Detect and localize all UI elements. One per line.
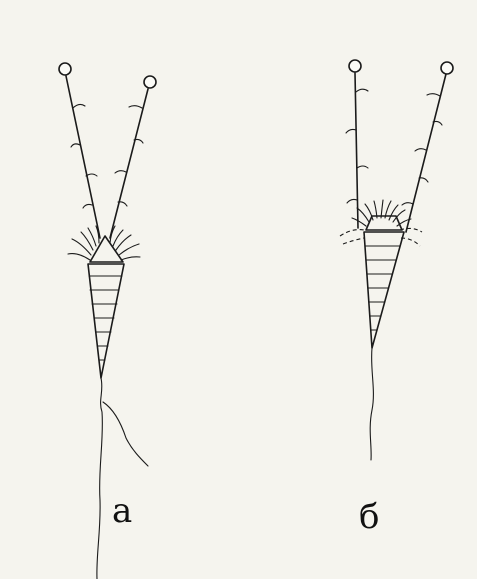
panel-b-right-antenna-tip (441, 62, 453, 74)
panel-b-left-antenna-tip (349, 60, 361, 72)
panel-b-label: б (359, 500, 379, 534)
panel-a-left-antenna-tip (59, 63, 71, 75)
panel-a-label: а (112, 494, 132, 528)
panel-a-right-antenna-tip (144, 76, 156, 88)
